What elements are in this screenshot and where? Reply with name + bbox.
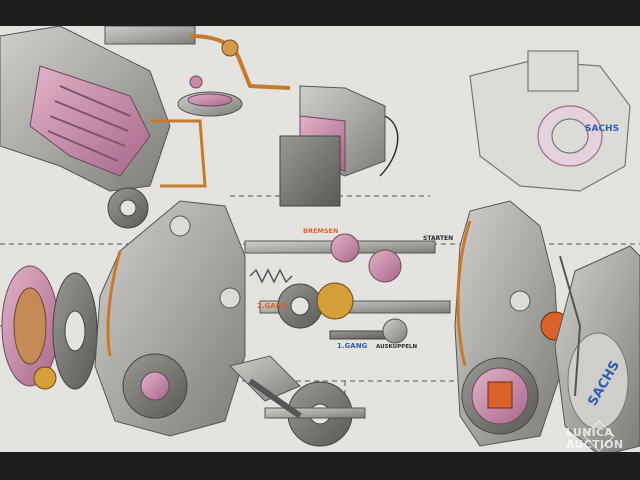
intake-pipe	[104, 26, 291, 90]
gear-shafts	[244, 233, 451, 340]
gears-center	[277, 249, 408, 344]
spring	[249, 268, 293, 284]
crankcase-left	[94, 200, 246, 437]
label-auskuppeln: AUSKUPPELN	[376, 344, 417, 350]
side-cover	[554, 245, 640, 452]
carburetor-block	[279, 85, 399, 207]
label-bremsen: BREMSEN	[303, 227, 338, 235]
housing-sketch	[469, 50, 631, 192]
watermark-line2: AUCTION	[566, 438, 624, 451]
small-gear-left	[107, 187, 149, 229]
bottom-shadow-band	[0, 452, 640, 480]
top-shadow-band	[0, 0, 640, 26]
throttle-parts	[177, 75, 243, 117]
watermark: LUNICA AUCTION	[566, 415, 640, 452]
sachs-sketch-text: SACHS	[585, 124, 619, 134]
cylinder-assembly	[0, 26, 207, 192]
label-starten: STARTEN	[423, 235, 453, 242]
watermark-line1: LUNICA	[566, 426, 614, 439]
crankshaft-piston	[229, 355, 366, 447]
flywheel-rotor	[1, 265, 98, 390]
label-2-gang: 2.GANG	[257, 302, 288, 310]
crankcase-right	[454, 200, 570, 447]
exploded-engine-poster: SACHS	[0, 26, 640, 452]
engine-drawing: SACHS	[0, 26, 640, 452]
label-1-gang: 1.GANG	[337, 342, 368, 350]
